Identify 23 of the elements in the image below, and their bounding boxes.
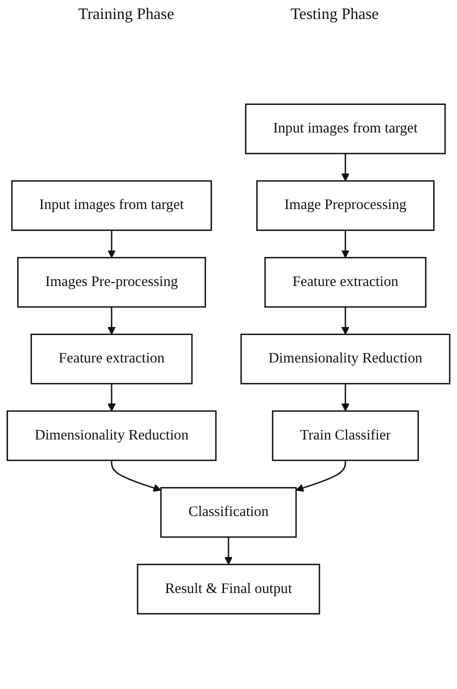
column-heading: Testing Phase bbox=[290, 6, 379, 25]
arrow bbox=[341, 230, 350, 258]
node-box: Input images from target bbox=[245, 104, 446, 154]
node-box: Images Pre-processing bbox=[17, 256, 206, 308]
node-box: Train Classifier bbox=[272, 410, 419, 462]
arrow bbox=[296, 460, 346, 492]
node-box: Dimensionality Reduction bbox=[240, 334, 450, 384]
arrow bbox=[108, 230, 116, 258]
arrow bbox=[108, 384, 116, 412]
arrow bbox=[341, 154, 350, 182]
arrow bbox=[341, 384, 350, 412]
arrow bbox=[224, 537, 233, 565]
node-box: Classification bbox=[160, 487, 297, 538]
node-box: Feature extraction bbox=[30, 334, 193, 384]
node-box: Result & Final output bbox=[136, 564, 320, 614]
node-box: Image Preprocessing bbox=[256, 180, 435, 231]
arrow bbox=[341, 306, 350, 335]
arrow bbox=[108, 306, 116, 335]
node-box: Dimensionality Reduction bbox=[6, 410, 217, 462]
arrow bbox=[110, 460, 162, 492]
node-box: Feature extraction bbox=[264, 256, 426, 308]
column-heading: Training Phase bbox=[78, 6, 174, 25]
node-box: Input images from target bbox=[11, 180, 212, 231]
